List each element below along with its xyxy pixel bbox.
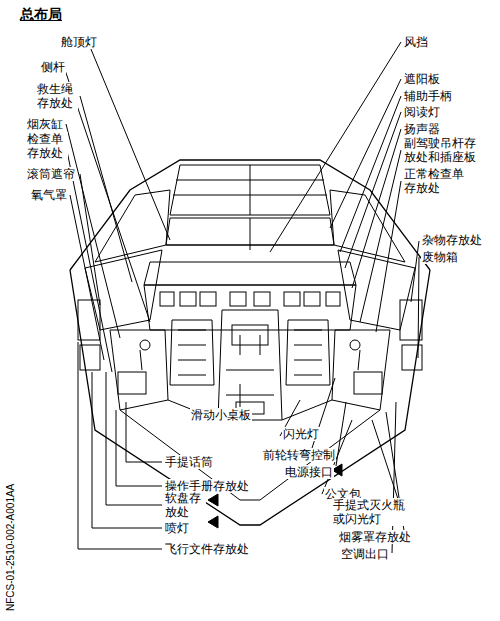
part-label: 废物箱 — [421, 250, 459, 264]
part-label: 烟雾罩存放处 — [338, 530, 412, 544]
part-label: 扬声器 — [403, 122, 441, 136]
part-label: 手提式灭火瓶 或闪光灯 — [332, 498, 410, 526]
part-label: 检查单 存放处 — [26, 132, 68, 160]
part-label: 闪光灯 — [282, 427, 320, 441]
part-label: 正常检查单 存放处 — [403, 167, 469, 195]
part-label: 副驾驶吊杆存 放处和插座板 — [403, 136, 481, 164]
drawing-code: NFCS-01-2510-002-A001AA — [4, 483, 18, 612]
part-label: 风挡 — [403, 35, 429, 49]
part-label: 遮阳板 — [403, 72, 441, 86]
part-label: 滑动小桌板 — [190, 408, 252, 422]
part-label: 喷灯 — [164, 521, 190, 535]
part-label: 前轮转弯控制 — [262, 448, 336, 462]
part-label: 滚筒遮帘 — [26, 167, 76, 181]
part-label: 舱顶灯 — [60, 35, 98, 49]
part-label: 侧杆 — [40, 60, 66, 74]
part-label: 杂物存放处 — [421, 233, 483, 247]
part-label: 飞行文件存放处 — [164, 542, 250, 556]
part-label: 烟灰缸 — [26, 117, 64, 131]
part-label: 阅读灯 — [403, 105, 441, 119]
part-label: 救生绳 存放处 — [36, 82, 78, 110]
part-label: 辅助手柄 — [403, 89, 453, 103]
part-label: 空调出口 — [340, 547, 390, 561]
part-label: 氧气罩 — [30, 188, 68, 202]
part-label: 软盘存 放处 — [164, 491, 206, 519]
part-label: 电源接口 — [284, 465, 334, 479]
diagram-title: 总布局 — [20, 6, 62, 24]
part-label: 手提话筒 — [164, 455, 214, 469]
